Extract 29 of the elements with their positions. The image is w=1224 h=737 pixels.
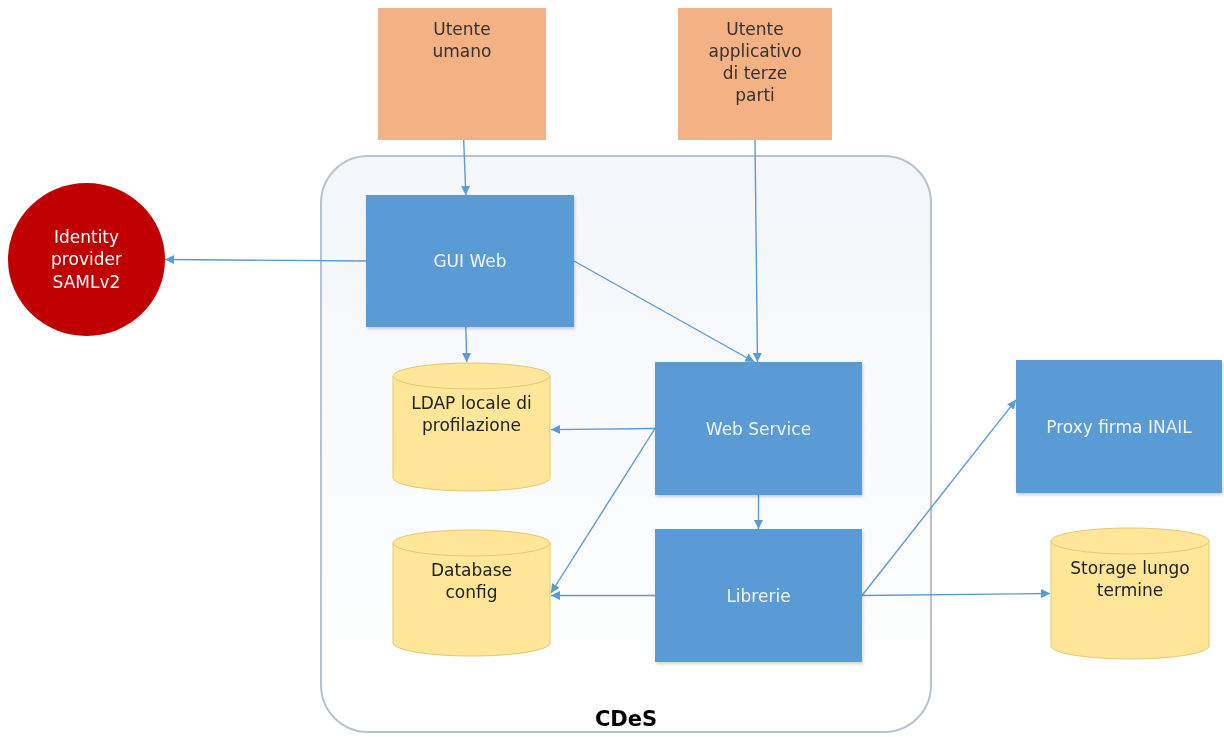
arrow xyxy=(861,589,1051,599)
arrow xyxy=(754,494,763,530)
arrow xyxy=(462,326,471,363)
arrow xyxy=(573,260,756,363)
arrow xyxy=(550,425,656,434)
component-box xyxy=(655,362,862,495)
node-label: Identity provider SAMLv2 xyxy=(50,226,123,293)
component-box xyxy=(1016,360,1222,493)
node-label: Web Service xyxy=(705,418,812,439)
component-box xyxy=(655,529,862,662)
node-label: Librerie xyxy=(726,585,791,606)
arrow xyxy=(861,399,1017,597)
component-box xyxy=(366,195,574,327)
system-boundary xyxy=(320,155,932,733)
node-label: Database config xyxy=(429,559,514,604)
arrow xyxy=(550,591,656,601)
arrow xyxy=(461,139,470,196)
node-label: GUI Web xyxy=(433,251,507,271)
arrow xyxy=(164,255,367,265)
node-label: Storage lungo termine xyxy=(1069,557,1191,602)
node-label: Proxy firma INAIL xyxy=(1046,416,1192,437)
group-label: CDeS xyxy=(593,707,659,731)
node-label: LDAP locale di profilazione xyxy=(410,392,533,437)
actor-box xyxy=(678,8,832,140)
actor-box xyxy=(378,8,546,140)
node-label: Utente umano xyxy=(431,18,493,63)
arrow xyxy=(752,139,762,363)
arrow xyxy=(550,427,656,594)
node-label: Utente applicativo di terze parti xyxy=(708,18,802,107)
